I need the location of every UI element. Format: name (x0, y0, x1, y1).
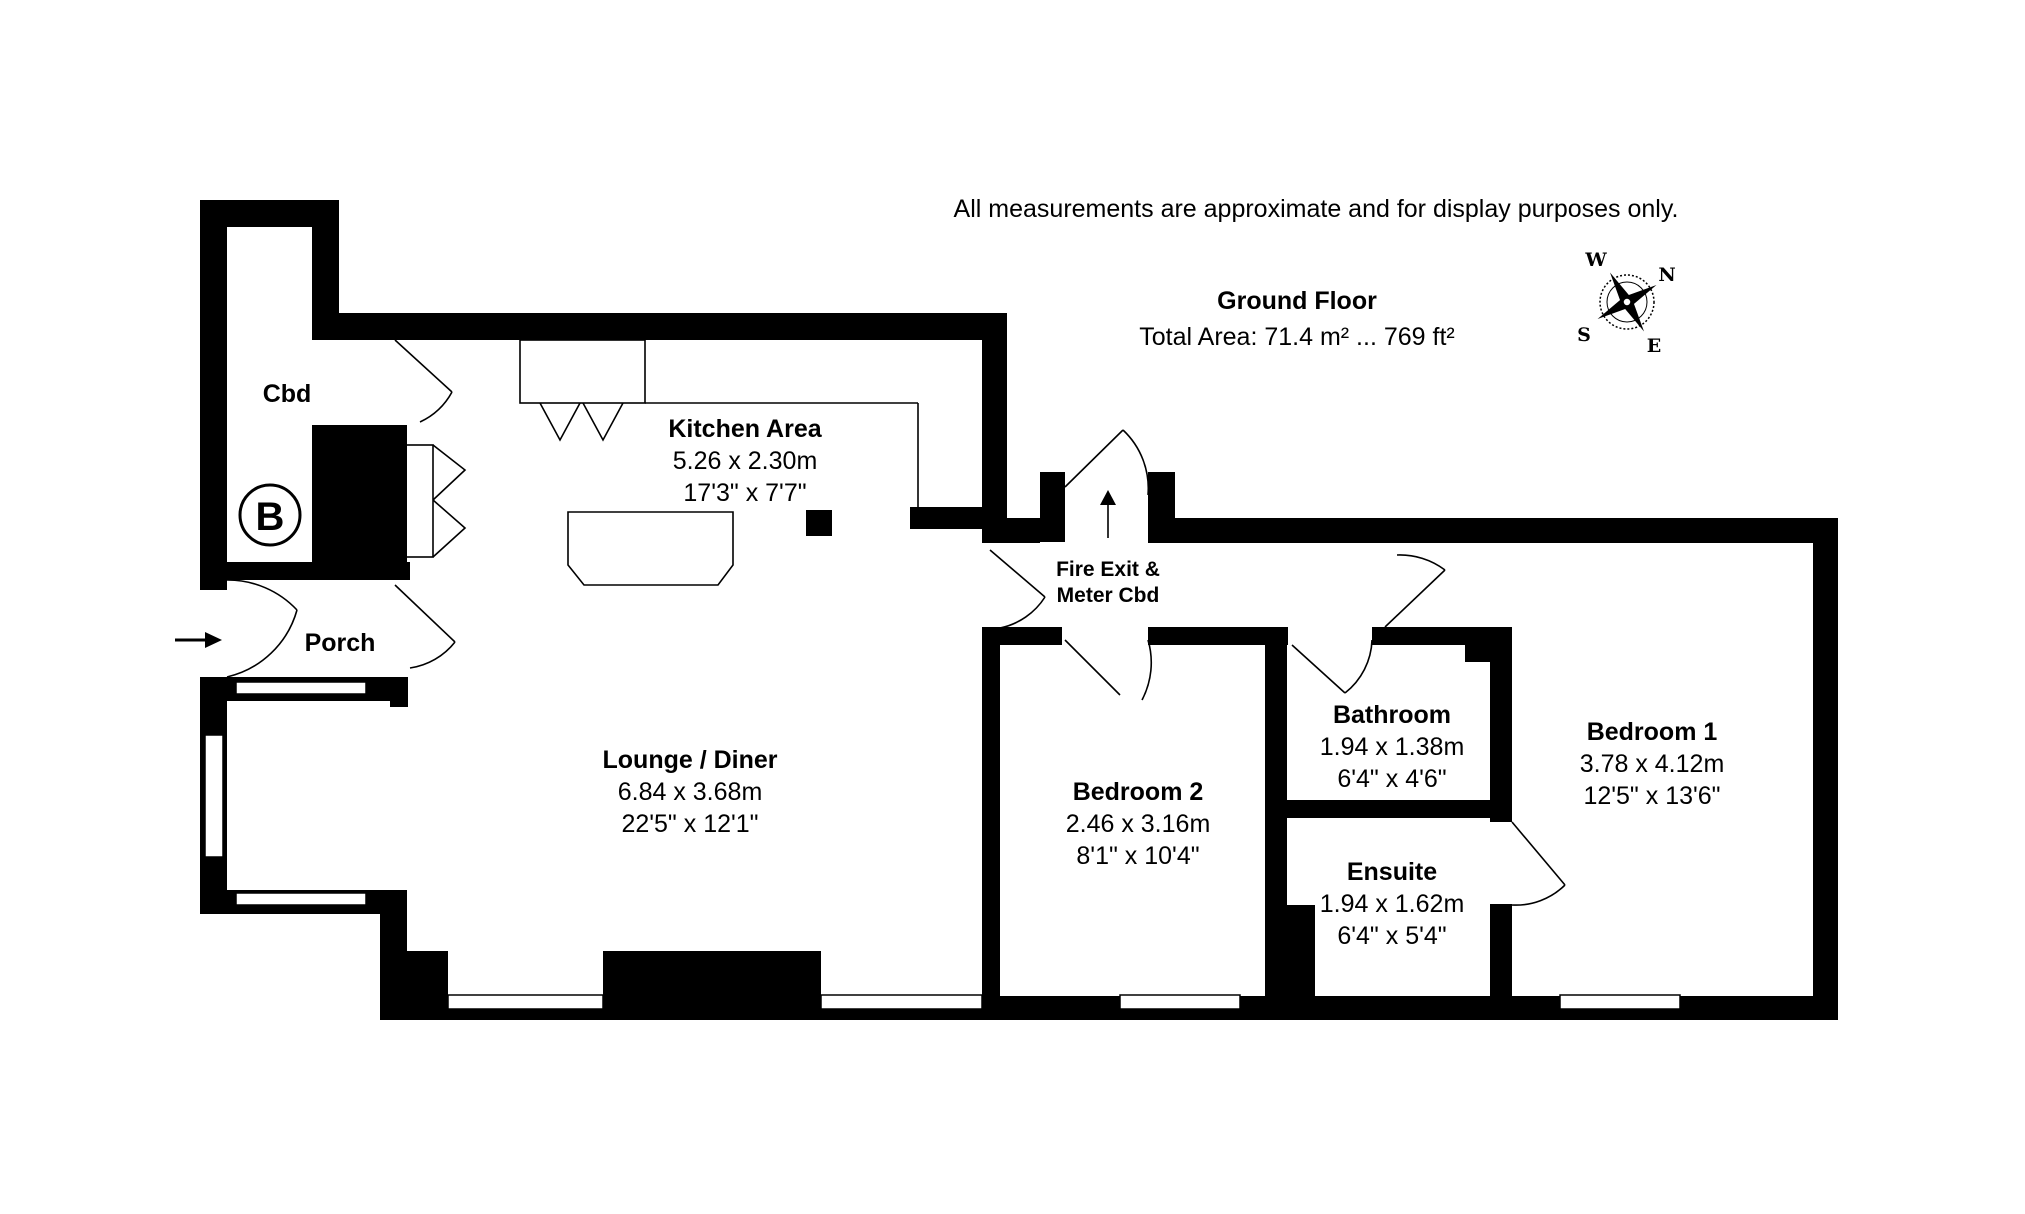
room-lounge: Lounge / Diner 6.84 x 3.68m 22'5" x 12'1… (603, 746, 778, 838)
room-lounge-imperial: 22'5" x 12'1" (621, 810, 758, 838)
room-bedroom1-metric: 3.78 x 4.12m (1580, 750, 1725, 778)
room-bathroom-name: Bathroom (1333, 701, 1451, 729)
room-ensuite-name: Ensuite (1347, 858, 1437, 886)
room-porch-name: Porch (305, 629, 376, 657)
room-bedroom2-metric: 2.46 x 3.16m (1066, 810, 1211, 838)
room-bedroom2-name: Bedroom 2 (1073, 778, 1204, 806)
room-bathroom-metric: 1.94 x 1.38m (1320, 733, 1465, 761)
room-lounge-name: Lounge / Diner (603, 746, 778, 774)
room-ensuite-metric: 1.94 x 1.62m (1320, 890, 1465, 918)
room-bathroom-imperial: 6'4" x 4'6" (1337, 765, 1446, 793)
room-ensuite: Ensuite 1.94 x 1.62m 6'4" x 5'4" (1320, 858, 1465, 950)
room-bedroom2: Bedroom 2 2.46 x 3.16m 8'1" x 10'4" (1066, 778, 1211, 870)
compass-w: W (1584, 249, 1607, 271)
compass-s: S (1577, 324, 1591, 346)
room-bedroom1: Bedroom 1 3.78 x 4.12m 12'5" x 13'6" (1580, 718, 1725, 810)
entrance-arrow-icon (175, 632, 222, 648)
doors (226, 339, 1566, 906)
floor-title: Ground Floor (1217, 287, 1377, 315)
room-kitchen-metric: 5.26 x 2.30m (673, 447, 818, 475)
windows (204, 681, 1681, 1010)
room-cbd-name: Cbd (263, 380, 312, 408)
room-bathroom: Bathroom 1.94 x 1.38m 6'4" x 4'6" (1320, 701, 1465, 793)
room-fire-exit-line1: Fire Exit & (1056, 558, 1160, 581)
compass-e: E (1647, 335, 1661, 357)
room-ensuite-imperial: 6'4" x 5'4" (1337, 922, 1446, 950)
total-area: Total Area: 71.4 m² ... 769 ft² (1139, 323, 1454, 351)
room-fire-exit: Fire Exit & Meter Cbd (1056, 558, 1160, 607)
room-bedroom1-imperial: 12'5" x 13'6" (1583, 782, 1720, 810)
room-kitchen-name: Kitchen Area (668, 415, 822, 443)
interior-walls (200, 425, 1512, 1020)
boiler-symbol: B (238, 483, 302, 547)
exterior-walls (200, 200, 1838, 1020)
room-kitchen-imperial: 17'3" x 7'7" (683, 479, 806, 507)
compass-n: N (1658, 264, 1675, 286)
boiler-label: B (256, 495, 285, 539)
room-kitchen: Kitchen Area 5.26 x 2.30m 17'3" x 7'7" (668, 415, 822, 507)
compass-icon: N E S W (1577, 249, 1676, 357)
disclaimer-text: All measurements are approximate and for… (954, 195, 1679, 223)
room-fire-exit-line2: Meter Cbd (1057, 584, 1160, 607)
room-bedroom1-name: Bedroom 1 (1587, 718, 1718, 746)
room-bedroom2-imperial: 8'1" x 10'4" (1076, 842, 1199, 870)
room-lounge-metric: 6.84 x 3.68m (618, 778, 763, 806)
